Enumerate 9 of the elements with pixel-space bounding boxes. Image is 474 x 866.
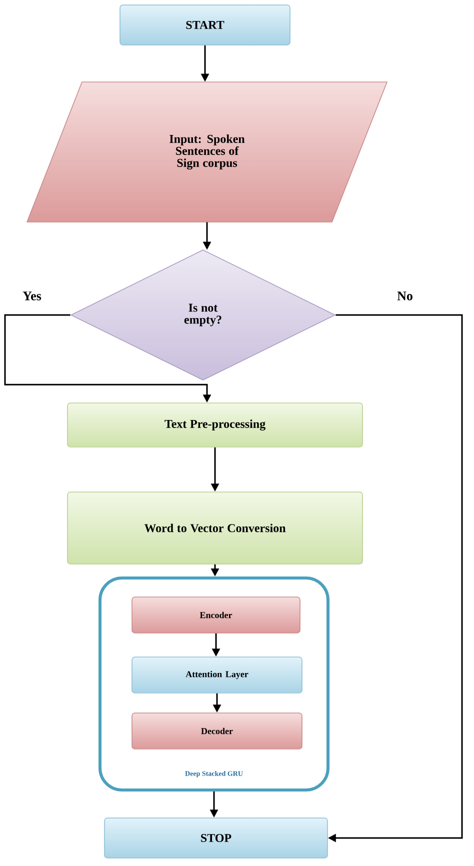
decoder-box: Decoder	[132, 712, 302, 750]
start-terminal: START	[120, 4, 290, 46]
process-box: Text Pre-processing	[67, 402, 363, 448]
encoder-box: Encoder	[132, 596, 300, 634]
edge-label: No	[397, 292, 412, 300]
stop-terminal: STOP	[104, 818, 328, 858]
edge-label: Yes	[22, 292, 42, 300]
process-box: Word to Vector Conversion	[67, 492, 363, 564]
attention-box: Attention Layer	[132, 656, 302, 694]
